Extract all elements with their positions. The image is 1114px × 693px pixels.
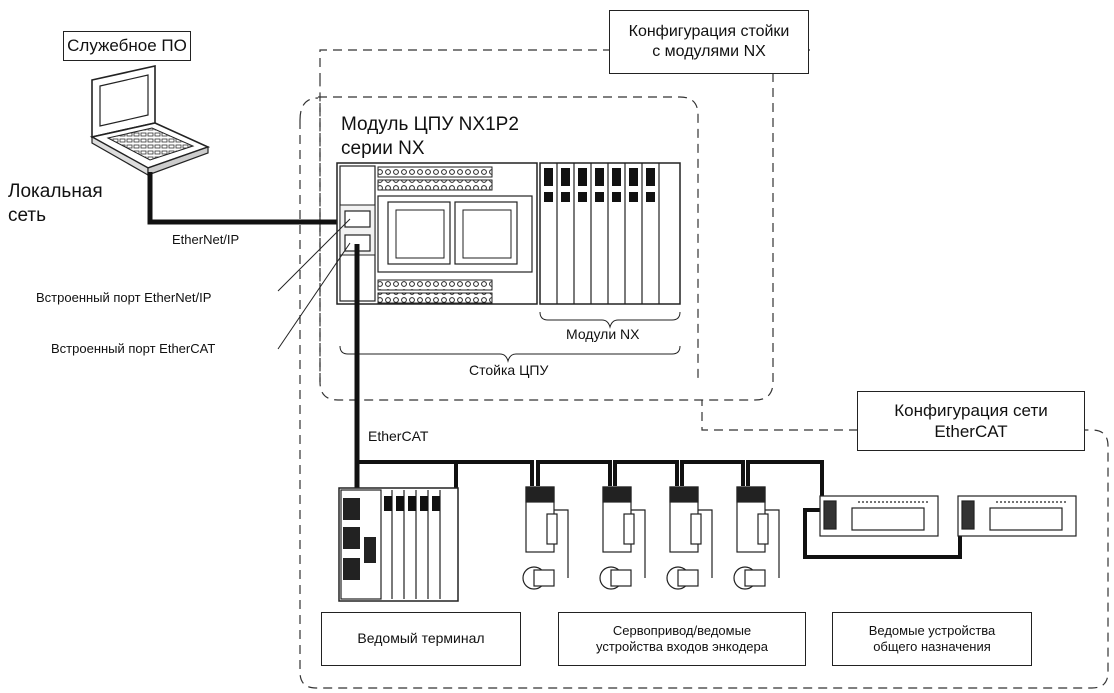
builtin-ethercat-port-label: Встроенный порт EtherCAT xyxy=(51,341,215,356)
ethernet-ip-cable xyxy=(150,172,345,222)
general-slaves-device xyxy=(820,496,1076,536)
cpu-left-border xyxy=(300,98,318,120)
cpu-rack-brace xyxy=(340,346,680,361)
ethercat-cable-label: EtherCAT xyxy=(368,428,428,444)
nx-modules-device xyxy=(540,163,680,304)
builtin-ethernet-ip-port-label: Встроенный порт EtherNet/IP xyxy=(36,290,211,305)
laptop-icon xyxy=(92,66,208,175)
cpu-unit-device xyxy=(337,163,537,304)
slave-terminal-device xyxy=(339,488,458,601)
service-software-label: Служебное ПО xyxy=(63,31,191,61)
slave-terminal-label: Ведомый терминал xyxy=(321,612,521,666)
servo-drives-device xyxy=(523,487,779,589)
nx-modules-brace xyxy=(540,312,680,327)
ethernet-ip-cable-label: EtherNet/IP xyxy=(172,232,239,247)
nx-modules-label: Модули NX xyxy=(566,326,640,342)
cpu-rack-label: Стойка ЦПУ xyxy=(469,362,548,378)
